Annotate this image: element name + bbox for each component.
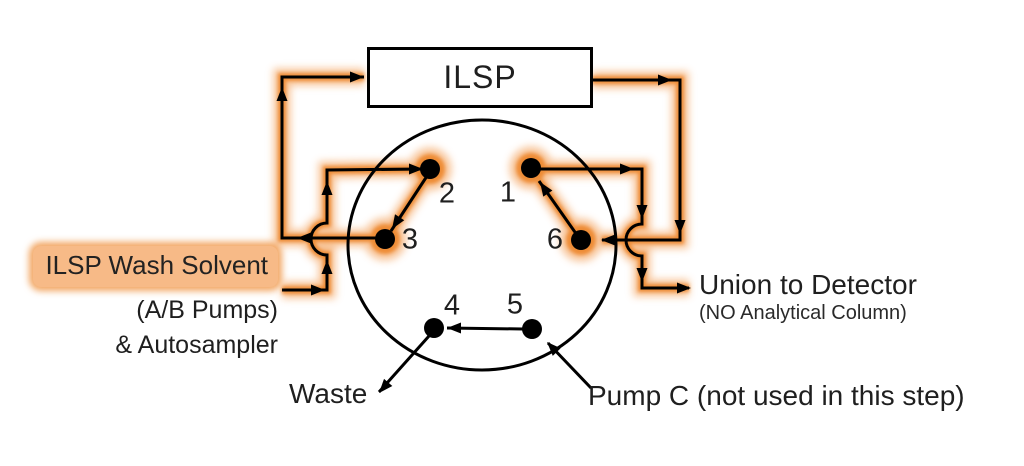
port-2-dot — [420, 159, 440, 179]
ilsp-box: ILSP — [367, 47, 593, 108]
port-6-label: 6 — [546, 223, 564, 256]
port-5-label: 5 — [506, 288, 524, 321]
port-3-label: 3 — [401, 223, 419, 256]
port-4-label: 4 — [443, 289, 461, 322]
waste-label: Waste — [289, 378, 368, 409]
port-5-dot — [522, 319, 542, 339]
ab-pumps-label: (A/B Pumps) — [136, 296, 278, 324]
wash-solvent-highlighted-label: ILSP Wash Solvent — [33, 246, 278, 287]
union-label-block: Union to Detector (NO Analytical Column) — [699, 269, 917, 325]
port-1-label: 1 — [499, 176, 517, 209]
port-3-dot — [375, 229, 395, 249]
port-1-dot — [521, 158, 541, 178]
wash-solvent-label-block: ILSP Wash Solvent (A/B Pumps) & Autosamp… — [28, 246, 278, 363]
port-4-dot — [424, 318, 444, 338]
no-analytical-column-label: (NO Analytical Column) — [699, 302, 907, 324]
union-to-detector-label: Union to Detector — [699, 269, 917, 300]
port-6-dot — [571, 230, 591, 250]
valve-body-circle — [346, 118, 618, 372]
autosampler-label: & Autosampler — [115, 331, 278, 359]
flow-glow-soft — [282, 77, 689, 290]
port-2-label: 2 — [438, 177, 456, 210]
ilsp-box-label: ILSP — [443, 59, 517, 95]
pump-c-label: Pump C (not used in this step) — [588, 380, 965, 411]
